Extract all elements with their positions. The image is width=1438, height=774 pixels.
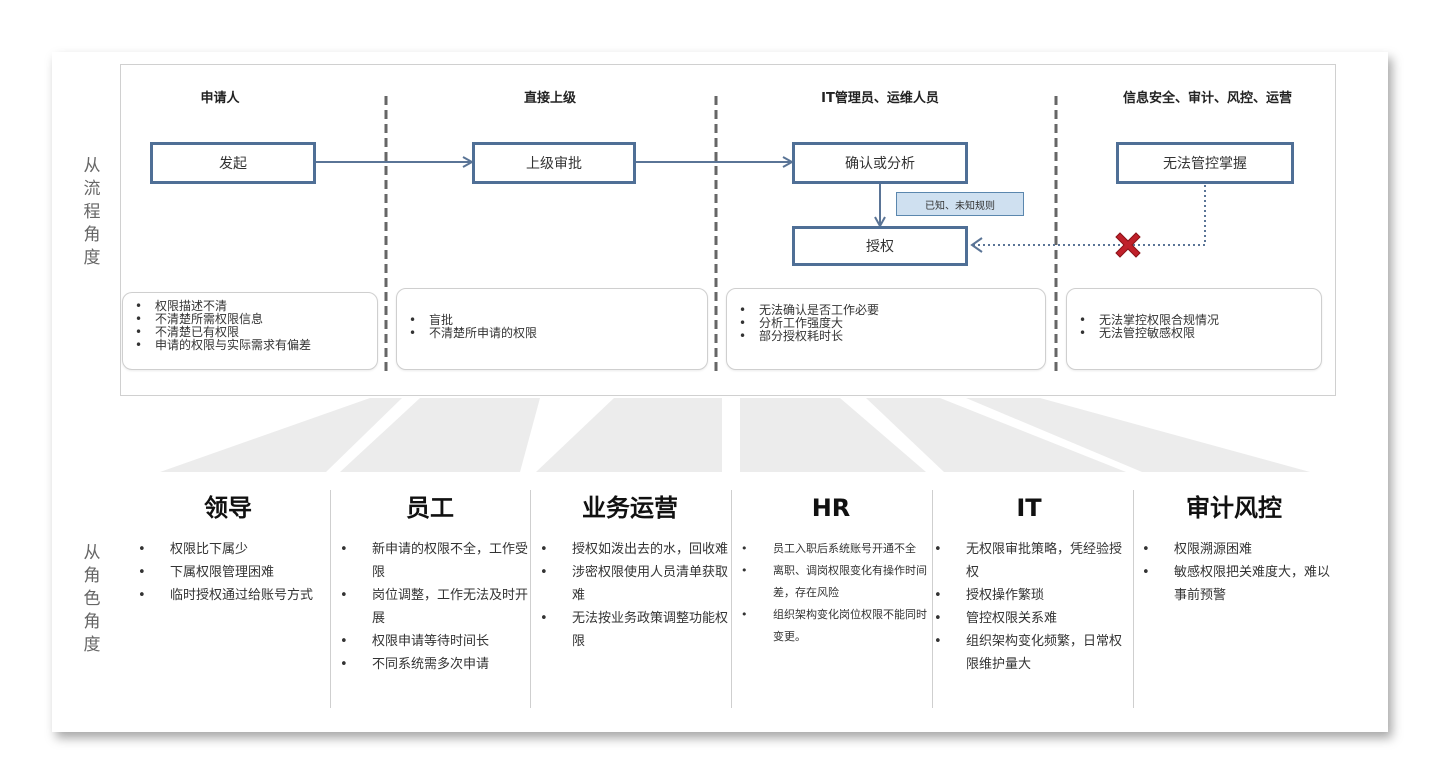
role-title: 领导 xyxy=(204,494,252,522)
role-divider xyxy=(731,490,732,708)
funnel-ray xyxy=(536,398,722,472)
issue-item: 不清楚已有权限 xyxy=(123,326,377,340)
role-item: 权限溯源困难 xyxy=(1134,538,1334,561)
role-title: HR xyxy=(811,494,851,522)
role-column-audit-risk: 审计风控 权限溯源困难 敏感权限把关难度大，难以事前预警 xyxy=(1134,490,1334,708)
role-item: 授权如泼出去的水，回收难 xyxy=(532,538,728,561)
issue-item: 盲批 xyxy=(397,314,707,328)
issue-item: 不清楚所需权限信息 xyxy=(123,313,377,327)
funnel-ray xyxy=(740,398,926,472)
role-title: IT xyxy=(1016,494,1042,522)
issue-item: 无法管控敏感权限 xyxy=(1067,327,1321,341)
issue-item: 权限描述不清 xyxy=(123,300,377,314)
role-item: 权限申请等待时间长 xyxy=(332,630,528,653)
role-divider xyxy=(530,490,531,708)
issue-item: 申请的权限与实际需求有偏差 xyxy=(123,339,377,353)
issue-item: 无法确认是否工作必要 xyxy=(727,304,1045,318)
rules-note: 已知、未知规则 xyxy=(896,192,1024,216)
funnel-ray xyxy=(340,398,540,472)
role-item: 无法按业务政策调整功能权限 xyxy=(532,607,728,653)
funnel-ray xyxy=(160,398,402,472)
role-column-hr: HR 员工入职后系统账号开通不全 离职、调岗权限变化有操作时间差，存在风险 组织… xyxy=(733,490,929,708)
role-item: 临时授权通过给账号方式 xyxy=(130,584,326,607)
process-perspective-label: 从 流 程 角 度 xyxy=(83,156,101,268)
role-perspective-label: 从 角 色 角 度 xyxy=(83,543,101,655)
role-item: 新申请的权限不全，工作受限 xyxy=(332,538,528,584)
role-item: 不同系统需多次申请 xyxy=(332,653,528,676)
process-box-initiate: 发起 xyxy=(150,142,316,184)
issue-box-security-audit: 无法掌控权限合规情况 无法管控敏感权限 xyxy=(1066,288,1322,370)
lane-title-security-audit: 信息安全、审计、风控、运营 xyxy=(1122,91,1292,106)
issue-item: 无法掌控权限合规情况 xyxy=(1067,314,1321,328)
process-box-confirm-analyze: 确认或分析 xyxy=(792,142,968,184)
lane-title-applicant: 申请人 xyxy=(200,91,240,106)
funnel-ray xyxy=(866,398,1126,472)
issue-item: 不清楚所申请的权限 xyxy=(397,327,707,341)
process-box-superior-approval: 上级审批 xyxy=(472,142,636,184)
role-item: 无权限审批策略，凭经验授权 xyxy=(926,538,1132,584)
role-item: 离职、调岗权限变化有操作时间差，存在风险 xyxy=(733,560,929,604)
role-title: 业务运营 xyxy=(582,494,678,522)
role-column-employee: 员工 新申请的权限不全，工作受限 岗位调整，工作无法及时开展 权限申请等待时间长… xyxy=(332,490,528,708)
role-item: 员工入职后系统账号开通不全 xyxy=(733,538,929,560)
role-item: 涉密权限使用人员清单获取难 xyxy=(532,561,728,607)
role-title: 审计风控 xyxy=(1186,494,1282,522)
role-column-business-ops: 业务运营 授权如泼出去的水，回收难 涉密权限使用人员清单获取难 无法按业务政策调… xyxy=(532,490,728,708)
role-item: 组织架构变化岗位权限不能同时变更。 xyxy=(733,604,929,648)
role-item: 授权操作繁琐 xyxy=(926,584,1132,607)
role-item: 下属权限管理困难 xyxy=(130,561,326,584)
blocked-cross-icon xyxy=(1115,232,1141,258)
issue-item: 分析工作强度大 xyxy=(727,317,1045,331)
issue-box-applicant: 权限描述不清 不清楚所需权限信息 不清楚已有权限 申请的权限与实际需求有偏差 xyxy=(122,292,378,370)
role-divider xyxy=(330,490,331,708)
role-item: 管控权限关系难 xyxy=(926,607,1132,630)
dotted-connector xyxy=(972,185,1206,246)
role-item: 敏感权限把关难度大，难以事前预警 xyxy=(1134,561,1334,607)
role-item: 组织架构变化频繁，日常权限维护量大 xyxy=(926,630,1132,676)
role-column-it: IT 无权限审批策略，凭经验授权 授权操作繁琐 管控权限关系难 组织架构变化频繁… xyxy=(926,490,1132,708)
funnel-ray xyxy=(966,398,1310,472)
lane-title-it-admin: IT管理员、运维人员 xyxy=(821,91,939,106)
role-item: 岗位调整，工作无法及时开展 xyxy=(332,584,528,630)
process-box-uncontrollable: 无法管控掌握 xyxy=(1116,142,1294,184)
lane-title-supervisor: 直接上级 xyxy=(523,91,576,106)
issue-box-it-admin: 无法确认是否工作必要 分析工作强度大 部分授权耗时长 xyxy=(726,288,1046,370)
issue-item: 部分授权耗时长 xyxy=(727,330,1045,344)
role-title: 员工 xyxy=(406,494,454,522)
role-item: 权限比下属少 xyxy=(130,538,326,561)
role-column-leader: 领导 权限比下属少 下属权限管理困难 临时授权通过给账号方式 xyxy=(130,490,326,708)
issue-box-supervisor: 盲批 不清楚所申请的权限 xyxy=(396,288,708,370)
process-box-authorize: 授权 xyxy=(792,226,968,266)
